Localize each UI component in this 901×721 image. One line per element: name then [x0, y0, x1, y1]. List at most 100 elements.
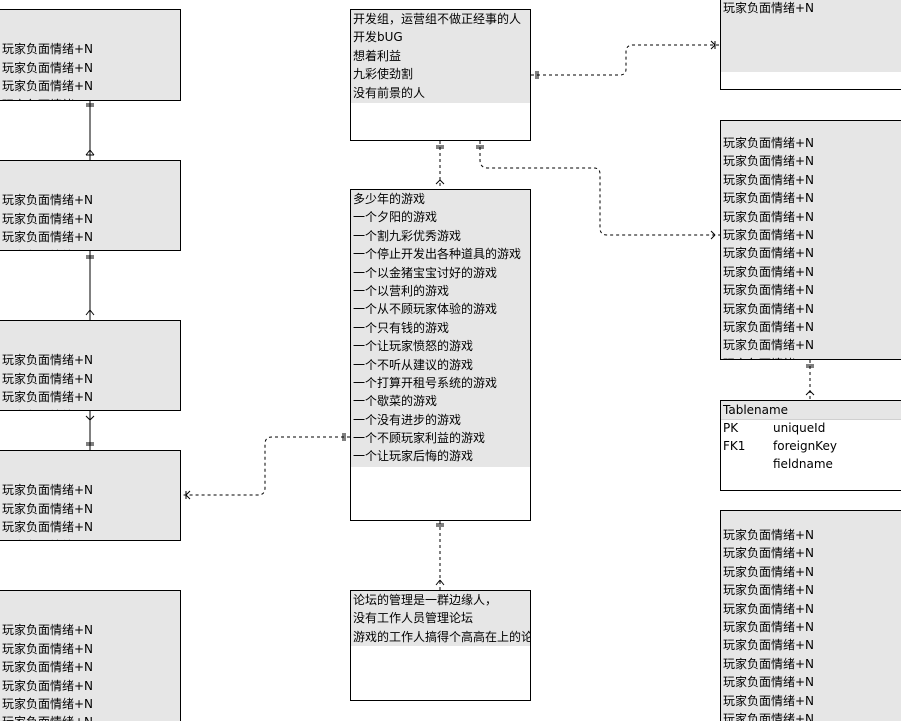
- entity-text-line: 玩家负面情绪+N: [723, 564, 815, 579]
- entity-text-line: 一个不听从建议的游戏: [353, 357, 474, 372]
- entity-text-line: 玩家负面情绪+N: [723, 638, 815, 653]
- entity-text-line: 玩家负面情绪+N: [723, 711, 815, 721]
- connector-mark: [809, 390, 815, 396]
- entity-text-line: 玩家负面情绪+N: [723, 601, 815, 616]
- connector-mark: [710, 230, 716, 236]
- right-bottom-entity[interactable]: 玩家负面情绪+N 玩家负面情绪+N 玩家负面情绪+N 玩家负面情绪+N 玩家负面情绪+N…: [720, 510, 901, 721]
- entity-text-line: 玩家负面情绪+N: [2, 371, 94, 386]
- connector-mark: [439, 579, 445, 586]
- entity-text-line: 玩家负面情绪+N: [723, 528, 815, 542]
- entity-text-line: 玩家负面情绪+N: [723, 1, 815, 15]
- entity-text-line: 玩家负面情绪+N: [2, 641, 94, 656]
- entity-text-line: 九彩使劲割: [353, 67, 414, 82]
- entity-text-line: 玩家负面情绪+N: [723, 656, 815, 671]
- entity-text-line: 一个从不顾玩家体验的游戏: [353, 302, 498, 317]
- entity-text-line: 论坛的管理是一群边缘人，: [353, 593, 498, 607]
- entity-text-line: 玩家负面情绪+N: [723, 583, 815, 598]
- entity-text-line: 玩家负面情绪+N: [723, 191, 815, 206]
- entity-text-line: 一个停止开发出各种道具的游戏: [353, 247, 522, 262]
- entity-text-line: 玩家负面情绪+N: [723, 283, 815, 298]
- connector-mark: [89, 149, 95, 156]
- entity-text-line: [2, 603, 180, 621]
- entity-text-line: 一个割九彩优秀游戏: [353, 228, 462, 243]
- entity-text-line: 玩家负面情绪+N: [2, 247, 180, 250]
- left-entity-2[interactable]: 玩家负面情绪+N 玩家负面情绪+N 玩家负面情绪+N 玩家负面情绪+N: [0, 160, 181, 251]
- center-top-entity[interactable]: 开发组，运营组不做正经事的人开发bUG 想着利益九彩使劲割没有前景的人: [350, 9, 531, 141]
- connector-mark: [805, 390, 811, 396]
- entity-text-line: 玩家负面情绪+N: [2, 407, 180, 410]
- entity-text-line: 玩家负面情绪+N: [723, 136, 815, 150]
- connector-mark: [439, 179, 445, 185]
- entity-text-line: 玩家负面情绪+N: [2, 353, 94, 368]
- entity-text-line: 玩家负面情绪+N: [723, 319, 815, 334]
- entity-text-line: 玩家负面情绪+N: [2, 660, 94, 675]
- entity-text-line: 一个打算开租号系统的游戏: [353, 375, 498, 390]
- entity-text-line: 玩家负面情绪+N: [2, 230, 94, 245]
- entity-title: Tablename: [721, 401, 901, 420]
- entity-text-line: 玩家负面情绪+N: [723, 154, 815, 169]
- entity-text-line: 玩家负面情绪+N: [723, 246, 815, 261]
- entity-text-line: 玩家负面情绪+N: [2, 537, 180, 540]
- entity-text-line: 一个以营利的游戏: [353, 283, 450, 298]
- entity-text-line: 一个让玩家后悔的游戏: [353, 449, 474, 464]
- connector-mark: [710, 44, 716, 50]
- entity-text-line: [2, 173, 180, 191]
- entity-text-line: 开发组，运营组不做正经事的人: [353, 12, 522, 26]
- right-top-entity[interactable]: 玩家负面情绪+N: [720, 0, 901, 90]
- entity-text-line: 一个让玩家愤怒的游戏: [353, 339, 474, 354]
- entity-text-line: 玩家负面情绪+N: [723, 338, 815, 353]
- entity-text-line: 玩家负面情绪+N: [723, 227, 815, 242]
- entity-text-line: 玩家负面情绪+N: [723, 264, 815, 279]
- connector-mark: [185, 494, 191, 500]
- entity-text-line: 玩家负面情绪+N: [2, 483, 94, 498]
- entity-text-line: 游戏的工作人搞得个高高在上的论坛: [353, 629, 530, 644]
- entity-text-line: 想着利益: [353, 48, 402, 63]
- entity-text-line: 玩家负面情绪+N: [2, 623, 94, 638]
- entity-text-line: 玩家负面情绪+N: [2, 696, 94, 711]
- entity-text-line: 玩家负面情绪+N: [2, 713, 180, 721]
- entity-text-line: 玩家负面情绪+N: [2, 390, 94, 405]
- entity-text-line: 玩家负面情绪+N: [723, 301, 815, 316]
- entity-text-line: 玩家负面情绪+N: [723, 619, 815, 634]
- entity-text-line: 玩家负面情绪+N: [2, 211, 94, 226]
- connector-mark: [85, 415, 91, 421]
- left-entity-5[interactable]: 玩家负面情绪+N 玩家负面情绪+N 玩家负面情绪+N 玩家负面情绪+N 玩家负面情绪+N…: [0, 590, 181, 721]
- connector-mark: [89, 309, 95, 316]
- link-center-to-left-4: [181, 436, 350, 496]
- center-middle-entity[interactable]: 多少年的游戏一个夕阳的游戏一个割九彩优秀游戏一个停止开发出各种道具的游戏一个以金…: [350, 189, 531, 521]
- connector-mark: [85, 309, 91, 316]
- right-middle-entity[interactable]: 玩家负面情绪+N 玩家负面情绪+N 玩家负面情绪+N 玩家负面情绪+N 玩家负面情绪+N…: [720, 120, 901, 360]
- connector-mark: [710, 234, 716, 240]
- entity-text-line: 玩家负面情绪+N: [723, 546, 815, 561]
- entity-text-line: 一个夕阳的游戏: [353, 210, 438, 225]
- entity-text-line: 玩家负面情绪+N: [723, 355, 901, 359]
- entity-text-line: 玩家负面情绪+N: [2, 678, 94, 693]
- connector-mark: [435, 579, 441, 586]
- entity-text-line: 一个不顾玩家利益的游戏: [353, 431, 486, 446]
- entity-text-line: 玩家负面情绪+N: [2, 193, 94, 208]
- entity-text-line: 玩家负面情绪+N: [2, 42, 94, 57]
- entity-text-line: 没有前景的人: [353, 85, 426, 100]
- connector-mark: [85, 149, 91, 156]
- connector-mark: [185, 490, 191, 496]
- entity-text-line: 没有工作人员管理论坛: [353, 611, 474, 626]
- entity-text-line: 一个歇菜的游戏: [353, 394, 438, 409]
- entity-row-field: fieldname: [773, 457, 833, 471]
- left-entity-3[interactable]: 玩家负面情绪+N 玩家负面情绪+N 玩家负面情绪+N 玩家负面情绪+N: [0, 320, 181, 411]
- entity-text-line: [2, 333, 180, 351]
- link-center-to-right-middle: [479, 141, 720, 236]
- center-bottom-entity[interactable]: 论坛的管理是一群边缘人， 没有工作人员管理论坛游戏的工作人搞得个高高在上的论坛: [350, 590, 531, 701]
- entity-text-line: 一个没有进步的游戏: [353, 412, 462, 427]
- entity-text-line: 玩家负面情绪+N: [723, 209, 815, 224]
- entity-text-line: 一个只有钱的游戏: [353, 320, 450, 335]
- entity-text-line: 玩家负面情绪+N: [723, 693, 815, 708]
- entity-text-line: 玩家负面情绪+N: [723, 172, 815, 187]
- entity-text-line: 开发bUG: [353, 30, 403, 45]
- entity-text-line: [2, 22, 180, 40]
- entity-text-line: 玩家负面情绪+N: [2, 501, 94, 516]
